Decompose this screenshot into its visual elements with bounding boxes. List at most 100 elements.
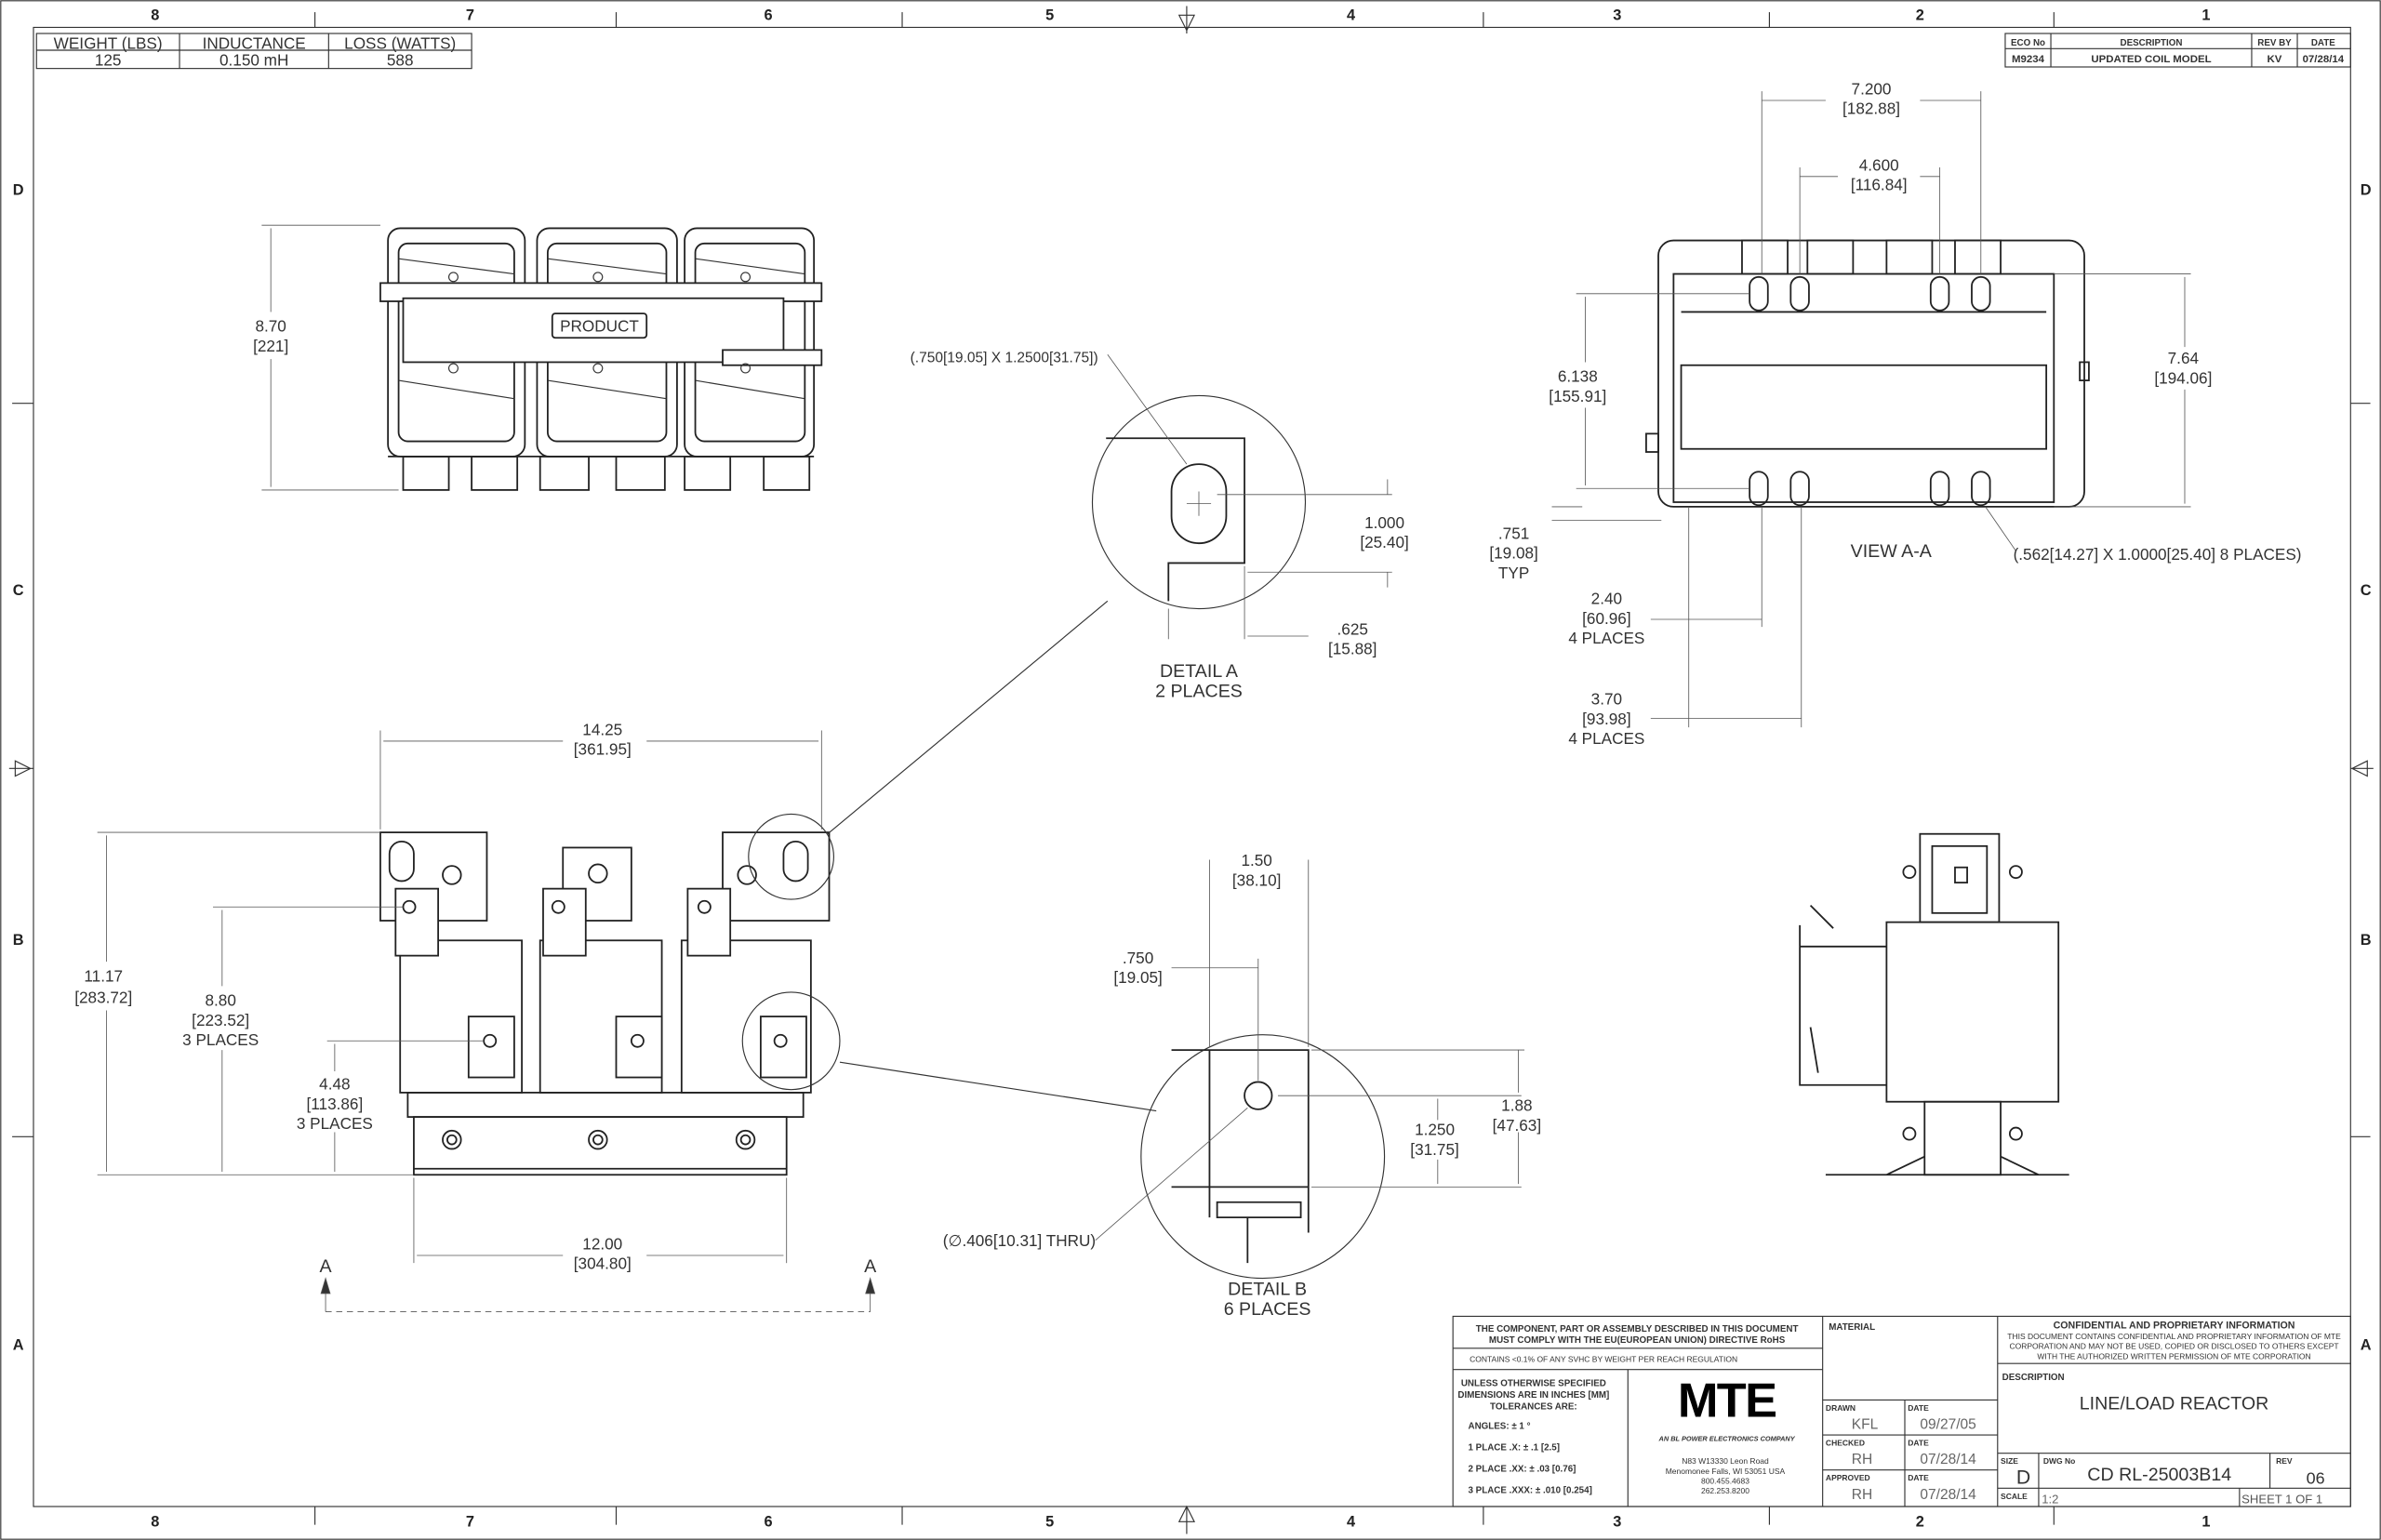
zone-col: 8 bbox=[151, 7, 159, 23]
dim-4600-mm: [116.84] bbox=[1851, 176, 1908, 194]
dim-6138: 6.138 bbox=[1558, 367, 1598, 386]
view-a-a: VIEW A-A 7.200 [182.88] 4.600 [116.84] 6… bbox=[1489, 79, 2301, 748]
zone-row: D bbox=[2361, 181, 2372, 198]
zone-col: 4 bbox=[1347, 7, 1356, 23]
dim-1200: 12.00 bbox=[582, 1234, 622, 1253]
confidential-line-1: THIS DOCUMENT CONTAINS CONFIDENTIAL AND … bbox=[2007, 1332, 2341, 1341]
zone-col: 2 bbox=[1916, 7, 1924, 23]
section-mark-right: A bbox=[864, 1256, 877, 1277]
drawing-description: LINE/LOAD REACTOR bbox=[2080, 1393, 2269, 1414]
detail-a-places: 2 PLACES bbox=[1155, 681, 1243, 701]
approved-by: RH bbox=[1852, 1487, 1872, 1503]
dim-height-top-mm: [221] bbox=[253, 337, 288, 355]
zone-col: 3 bbox=[1613, 7, 1621, 23]
zone-row: A bbox=[2361, 1336, 2372, 1353]
drawn-label: DRAWN bbox=[1826, 1403, 1856, 1413]
eco-description: UPDATED COIL MODEL bbox=[2091, 54, 2211, 65]
dim-370-mm: [93.98] bbox=[1582, 710, 1630, 728]
detail-b: 1.50 [38.10] .750 [19.05] 1.250 [31.75] … bbox=[943, 851, 1541, 1320]
drawing-number: CD RL-25003B14 bbox=[2087, 1465, 2231, 1485]
dim-240: 2.40 bbox=[1591, 590, 1622, 608]
checked-date-label: DATE bbox=[1908, 1439, 1929, 1448]
dim-764-mm: [194.06] bbox=[2154, 368, 2212, 387]
dim-240-mm: [60.96] bbox=[1582, 609, 1630, 628]
rohs-line-1: THE COMPONENT, PART OR ASSEMBLY DESCRIBE… bbox=[1476, 1324, 1799, 1334]
zone-col: 1 bbox=[2201, 7, 2210, 23]
drawn-date-label: DATE bbox=[1908, 1403, 1929, 1413]
zone-col: 7 bbox=[466, 7, 474, 23]
checked-date: 07/28/14 bbox=[1920, 1452, 1976, 1467]
rev-label: REV bbox=[2276, 1456, 2293, 1466]
dim-7200: 7.200 bbox=[1852, 79, 1892, 98]
reach-note: CONTAINS <0.1% OF ANY SVHC BY WEIGHT PER… bbox=[1470, 1355, 1737, 1364]
eco-revby: KV bbox=[2268, 54, 2282, 65]
scale: 1:2 bbox=[2042, 1493, 2058, 1507]
zone-col: 5 bbox=[1045, 7, 1054, 23]
zone-row: C bbox=[2361, 582, 2372, 599]
detail-a-slot-note: (.750[19.05] X 1.2500[31.75]) bbox=[911, 350, 1098, 365]
dim-1425: 14.25 bbox=[582, 720, 622, 738]
detail-b-places: 6 PLACES bbox=[1224, 1299, 1311, 1320]
side-view bbox=[1799, 832, 2069, 1176]
eco-date: 07/28/14 bbox=[2303, 54, 2345, 65]
dim-370: 3.70 bbox=[1591, 690, 1622, 709]
confidential-line-3: WITH THE AUTHORIZED WRITTEN PERMISSION O… bbox=[2037, 1351, 2310, 1361]
drawn-by: KFL bbox=[1852, 1417, 1879, 1433]
address-phone-2: 262.253.8200 bbox=[1701, 1486, 1749, 1495]
confidential-title: CONFIDENTIAL AND PROPRIETARY INFORMATION bbox=[2054, 1321, 2295, 1332]
address-phone-1: 800.455.4683 bbox=[1701, 1476, 1749, 1485]
dim-150: 1.50 bbox=[1241, 851, 1271, 870]
zone-col: 5 bbox=[1045, 1513, 1054, 1530]
detail-b-title: DETAIL B bbox=[1228, 1280, 1307, 1300]
loss-value: 588 bbox=[387, 50, 414, 69]
dim-188-mm: [47.63] bbox=[1493, 1116, 1541, 1135]
date-header: DATE bbox=[2311, 38, 2335, 48]
zone-col: 6 bbox=[765, 7, 773, 23]
dwg-no-label: DWG No bbox=[2043, 1456, 2075, 1466]
top-view: PRODUCT 8.70 [221] bbox=[253, 224, 823, 491]
dim-1250: 1.250 bbox=[1415, 1121, 1455, 1139]
dim-370-places: 4 PLACES bbox=[1568, 729, 1644, 748]
zone-row: D bbox=[13, 181, 24, 198]
dim-7200-mm: [182.88] bbox=[1842, 100, 1900, 118]
confidential-line-2: CORPORATION AND MAY NOT BE USED, COPIED … bbox=[2009, 1342, 2338, 1351]
mte-logo: MTE bbox=[1678, 1374, 1776, 1427]
dim-1425-mm: [361.95] bbox=[574, 740, 632, 759]
weight-value: 125 bbox=[95, 50, 122, 69]
dim-240-places: 4 PLACES bbox=[1568, 629, 1644, 647]
dim-751: .751 bbox=[1498, 524, 1529, 542]
material-label: MATERIAL bbox=[1829, 1322, 1875, 1333]
dim-751-mm: [19.08] bbox=[1489, 544, 1537, 563]
zone-col: 6 bbox=[765, 1513, 773, 1530]
zone-labels: 8 7 6 5 4 3 2 1 8 7 6 5 4 3 2 1 D C B A … bbox=[13, 7, 2372, 1530]
sheet-size: D bbox=[2016, 1466, 2030, 1488]
detail-a-dim-horizontal: .625 bbox=[1337, 619, 1368, 638]
front-view: 14.25 [361.95] 11.17 [283.72] 8.80 [223.… bbox=[74, 600, 1157, 1312]
zone-col: 3 bbox=[1613, 1513, 1621, 1530]
loss-header: LOSS (WATTS) bbox=[344, 33, 456, 52]
product-label: PRODUCT bbox=[560, 317, 639, 336]
rohs-line-2: MUST COMPLY WITH THE EU(EUROPEAN UNION) … bbox=[1489, 1335, 1786, 1346]
approved-date-label: DATE bbox=[1908, 1473, 1929, 1482]
detail-b-hole-note: (∅.406[10.31] THRU) bbox=[943, 1231, 1096, 1250]
approved-label: APPROVED bbox=[1826, 1473, 1870, 1482]
dim-750: .750 bbox=[1123, 949, 1153, 967]
checked-label: CHECKED bbox=[1826, 1439, 1865, 1448]
revision-block: ECO No DESCRIPTION REV BY DATE M9234 UPD… bbox=[2004, 33, 2351, 68]
dim-1250-mm: [31.75] bbox=[1410, 1140, 1458, 1159]
dim-880-mm: [223.52] bbox=[192, 1011, 249, 1029]
dim-1117-mm: [283.72] bbox=[74, 988, 132, 1006]
revby-header: REV BY bbox=[2257, 38, 2292, 48]
dim-448: 4.48 bbox=[319, 1075, 350, 1094]
dim-6138-mm: [155.91] bbox=[1549, 387, 1606, 405]
tolerance-3-place: 3 PLACE .XXX: ± .010 [0.254] bbox=[1469, 1485, 1592, 1495]
checked-by: RH bbox=[1852, 1452, 1872, 1467]
zone-col: 1 bbox=[2201, 1513, 2210, 1530]
dim-448-places: 3 PLACES bbox=[297, 1114, 373, 1133]
zone-row: B bbox=[13, 932, 24, 949]
detail-a-dim-vertical-mm: [25.40] bbox=[1360, 533, 1408, 551]
approved-date: 07/28/14 bbox=[1920, 1487, 1976, 1503]
inductance-header: INDUCTANCE bbox=[203, 33, 306, 52]
tolerance-1-place: 1 PLACE .X: ± .1 [2.5] bbox=[1469, 1442, 1560, 1453]
